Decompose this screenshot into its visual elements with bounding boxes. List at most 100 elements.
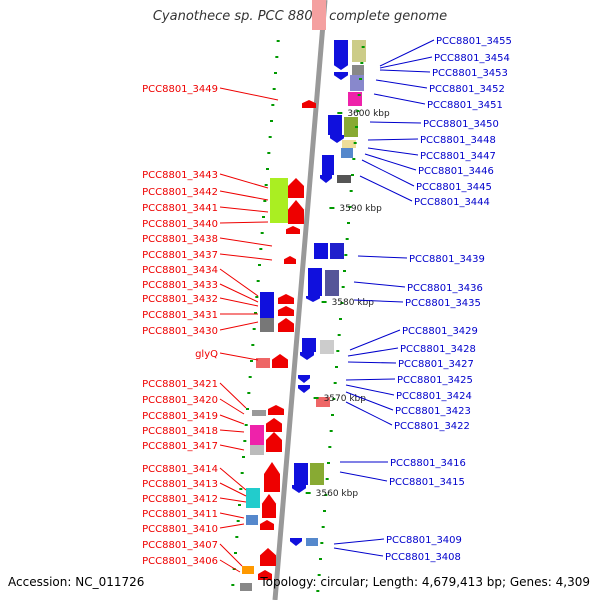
left-label-connector <box>219 467 247 491</box>
left-gene-label[interactable]: PCC8801_3449 <box>142 84 218 95</box>
right-gene-label[interactable]: PCC8801_3453 <box>432 68 508 79</box>
left-gene-label[interactable]: PCC8801_3434 <box>142 265 218 276</box>
left-gene-label[interactable]: PCC8801_3432 <box>142 294 218 305</box>
gene-block <box>314 243 328 259</box>
left-gene-label[interactable]: PCC8801_3437 <box>142 250 218 261</box>
right-gene-label[interactable]: PCC8801_3452 <box>429 84 505 95</box>
gene-block <box>260 318 274 332</box>
right-gene-label[interactable]: PCC8801_3429 <box>402 326 478 337</box>
left-label-connector <box>219 297 259 307</box>
right-label-connector <box>347 347 399 357</box>
gene-arrow <box>286 226 300 234</box>
right-label-connector <box>373 93 426 105</box>
track-dot <box>357 94 361 96</box>
gene-arrow <box>302 100 316 108</box>
scale-tick-label: 3570 kbp <box>324 394 367 404</box>
left-gene-label[interactable]: PCC8801_3420 <box>142 395 218 406</box>
right-gene-label[interactable]: PCC8801_3422 <box>394 421 470 432</box>
track-dot <box>352 158 356 160</box>
left-gene-label[interactable]: PCC8801_3430 <box>142 326 218 337</box>
left-gene-label[interactable]: glyQ <box>195 349 218 360</box>
track-dot <box>240 472 244 474</box>
left-gene-label[interactable]: PCC8801_3418 <box>142 426 218 437</box>
left-gene-label[interactable]: PCC8801_3417 <box>142 441 218 452</box>
gene-block <box>256 358 270 368</box>
left-gene-label[interactable]: PCC8801_3419 <box>142 411 218 422</box>
gene-block <box>246 488 260 508</box>
left-gene-label[interactable]: PCC8801_3438 <box>142 234 218 245</box>
right-gene-label[interactable]: PCC8801_3428 <box>400 344 476 355</box>
track-dot <box>272 88 276 90</box>
right-gene-label[interactable]: PCC8801_3425 <box>397 375 473 386</box>
left-gene-label[interactable]: PCC8801_3412 <box>142 494 218 505</box>
genome-backbone <box>272 0 328 600</box>
track-dot <box>329 430 333 432</box>
track-dot <box>344 254 348 256</box>
right-gene-label[interactable]: PCC8801_3448 <box>420 135 496 146</box>
left-gene-label[interactable]: PCC8801_3406 <box>142 556 218 567</box>
gene-block <box>294 463 308 485</box>
track-dot <box>252 328 256 330</box>
right-gene-label[interactable]: PCC8801_3439 <box>409 254 485 265</box>
right-gene-label[interactable]: PCC8801_3454 <box>434 53 510 64</box>
right-gene-label[interactable]: PCC8801_3444 <box>414 197 490 208</box>
right-gene-label[interactable]: PCC8801_3445 <box>416 182 492 193</box>
gene-arrow <box>260 520 274 530</box>
right-gene-label[interactable]: PCC8801_3455 <box>436 36 512 47</box>
right-gene-label[interactable]: PCC8801_3409 <box>386 535 462 546</box>
track-dot <box>343 270 346 272</box>
right-gene-label[interactable]: PCC8801_3451 <box>427 100 503 111</box>
gene-block <box>352 40 366 62</box>
left-gene-label[interactable]: PCC8801_3433 <box>142 280 218 291</box>
right-label-connector <box>361 159 415 187</box>
right-gene-label[interactable]: PCC8801_3446 <box>418 166 494 177</box>
track-dot <box>274 72 277 74</box>
track-dot <box>324 494 328 496</box>
left-gene-label[interactable]: PCC8801_3421 <box>142 379 218 390</box>
right-gene-label[interactable]: PCC8801_3423 <box>395 406 471 417</box>
left-label-connector <box>219 173 269 189</box>
left-gene-label[interactable]: PCC8801_3414 <box>142 464 218 475</box>
track-dot <box>247 392 251 394</box>
gene-block <box>242 566 254 574</box>
gene-block <box>316 397 330 407</box>
left-label-connector <box>219 352 259 361</box>
right-gene-label[interactable]: PCC8801_3427 <box>398 359 474 370</box>
left-label-connector <box>219 482 247 497</box>
right-gene-label[interactable]: PCC8801_3415 <box>389 477 465 488</box>
left-gene-label[interactable]: PCC8801_3441 <box>142 203 218 214</box>
gene-block <box>341 148 353 158</box>
left-label-connector <box>219 497 247 503</box>
track-dot <box>270 120 273 122</box>
right-gene-label[interactable]: PCC8801_3447 <box>420 151 496 162</box>
right-gene-label[interactable]: PCC8801_3416 <box>390 458 466 469</box>
right-gene-label[interactable]: PCC8801_3450 <box>423 119 499 130</box>
left-gene-label[interactable]: PCC8801_3410 <box>142 524 218 535</box>
gene-block <box>306 538 318 546</box>
track-dot <box>321 526 325 528</box>
left-gene-label[interactable]: PCC8801_3442 <box>142 187 218 198</box>
left-gene-label[interactable]: PCC8801_3413 <box>142 479 218 490</box>
gene-block <box>328 115 342 135</box>
left-gene-label[interactable]: PCC8801_3431 <box>142 310 218 321</box>
gene-block <box>330 243 344 259</box>
right-label-connector <box>367 138 419 141</box>
left-label-connector <box>219 382 247 409</box>
track-dot <box>236 520 240 522</box>
right-gene-label[interactable]: PCC8801_3435 <box>405 298 481 309</box>
left-gene-label[interactable]: PCC8801_3411 <box>142 509 218 520</box>
right-label-connector <box>345 401 393 426</box>
right-gene-label[interactable]: PCC8801_3424 <box>396 391 472 402</box>
genome-title: Cyanothece sp. PCC 8801, complete genome <box>152 9 448 24</box>
left-gene-label[interactable]: PCC8801_3407 <box>142 540 218 551</box>
right-gene-label[interactable]: PCC8801_3408 <box>385 552 461 563</box>
left-gene-label[interactable]: PCC8801_3440 <box>142 219 218 230</box>
right-gene-label[interactable]: PCC8801_3436 <box>407 283 483 294</box>
scale-tick-label: 3580 kbp <box>332 298 375 308</box>
left-gene-label[interactable]: PCC8801_3443 <box>142 170 218 181</box>
track-dot <box>331 414 334 416</box>
gene-arrow <box>266 418 282 432</box>
gene-arrow <box>278 318 294 332</box>
left-label-connector <box>219 429 245 433</box>
track-dot <box>242 456 245 458</box>
